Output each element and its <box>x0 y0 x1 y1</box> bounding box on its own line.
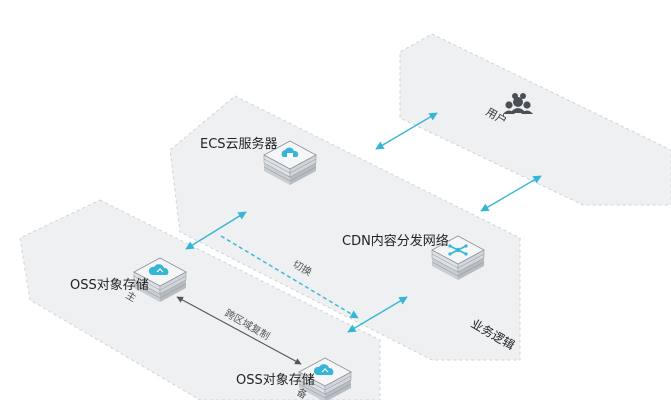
oss-backup-label: OSS对象存储 <box>236 373 315 388</box>
cdn-label: CDN内容分发网络 <box>342 233 449 249</box>
cdn-node: CDN内容分发网络 <box>342 233 485 281</box>
oss-backup-node: OSS对象存储 备 <box>236 357 352 400</box>
user-zone <box>399 33 671 206</box>
zones <box>19 33 671 400</box>
cross-region-replication-link <box>176 296 302 365</box>
ecs-node: ECS云服务器 <box>200 136 317 186</box>
cdn-oss-backup-link <box>347 296 408 333</box>
ecs-oss-primary-link <box>185 211 247 250</box>
cloud-storage-icon <box>313 364 334 375</box>
network-icon <box>448 244 468 256</box>
business-logic-zone <box>169 95 521 361</box>
cloud-storage-icon <box>148 264 169 275</box>
connections <box>176 112 542 365</box>
switch-dashed-link <box>220 235 359 319</box>
cloud-server-icon <box>281 147 299 157</box>
ecs-label: ECS云服务器 <box>200 136 278 152</box>
users-icon <box>503 93 533 114</box>
user-cdn-link <box>480 175 542 212</box>
oss-primary-label: OSS对象存储 <box>70 278 149 293</box>
user-ecs-link <box>375 112 438 150</box>
